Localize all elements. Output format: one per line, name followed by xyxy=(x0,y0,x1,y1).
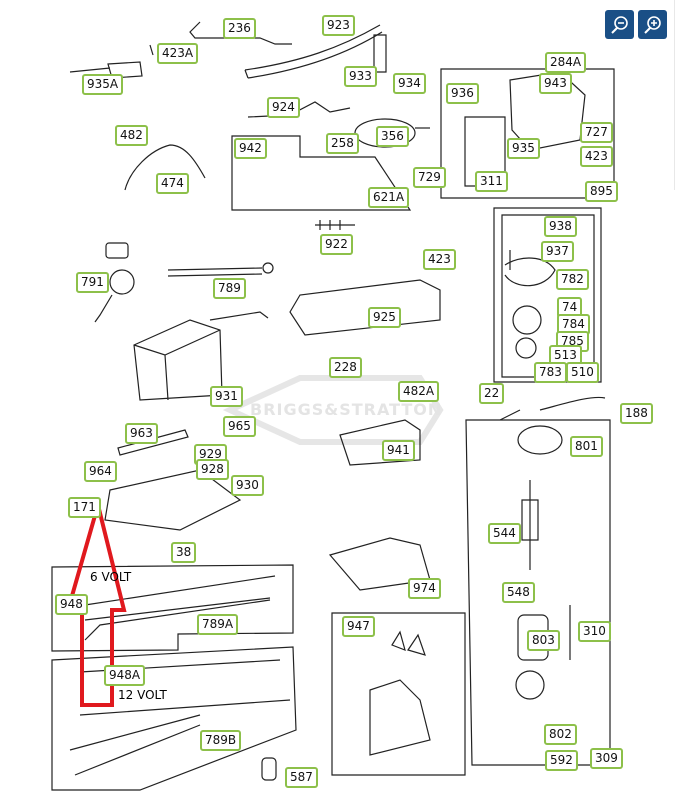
callout[interactable]: 930 xyxy=(231,475,264,496)
zoom-in-button[interactable] xyxy=(638,10,667,39)
callout[interactable]: 801 xyxy=(570,436,603,457)
callout[interactable]: 938 xyxy=(544,216,577,237)
callout[interactable]: 947 xyxy=(342,616,375,637)
callout[interactable]: 423 xyxy=(580,146,613,167)
callout[interactable]: 933 xyxy=(344,66,377,87)
callout[interactable]: 943 xyxy=(539,73,572,94)
callout[interactable]: 974 xyxy=(408,578,441,599)
callout[interactable]: 935 xyxy=(507,138,540,159)
callout[interactable]: 727 xyxy=(580,122,613,143)
callout[interactable]: 948A xyxy=(104,665,146,686)
callout[interactable]: 423A xyxy=(157,43,199,64)
zoom-out-icon xyxy=(611,16,628,34)
callout[interactable]: 310 xyxy=(578,621,611,642)
callout[interactable]: 513 xyxy=(549,345,582,366)
callout[interactable]: 38 xyxy=(171,542,197,563)
callout[interactable]: 783 xyxy=(534,362,567,383)
callout[interactable]: 548 xyxy=(502,582,535,603)
callout[interactable]: 356 xyxy=(376,126,409,147)
callout[interactable]: 936 xyxy=(446,83,479,104)
callout[interactable]: 284A xyxy=(545,52,587,73)
callout[interactable]: 22 xyxy=(479,383,505,404)
zoom-out-button[interactable] xyxy=(605,10,634,39)
callout[interactable]: 922 xyxy=(320,234,353,255)
callout[interactable]: 923 xyxy=(322,15,355,36)
callout[interactable]: 621A xyxy=(368,187,410,208)
callout[interactable]: 789A xyxy=(197,614,239,635)
callout[interactable]: 171 xyxy=(68,497,101,518)
label-6-volt: 6 VOLT xyxy=(90,570,132,584)
callout[interactable]: 934 xyxy=(393,73,426,94)
callout[interactable]: 895 xyxy=(585,181,618,202)
callout[interactable]: 592 xyxy=(545,750,578,771)
scrollbar-edge xyxy=(674,0,675,190)
callout[interactable]: 791 xyxy=(76,272,109,293)
callout[interactable]: 544 xyxy=(488,523,521,544)
callout[interactable]: 188 xyxy=(620,403,653,424)
callout[interactable]: 931 xyxy=(210,386,243,407)
callout[interactable]: 236 xyxy=(223,18,256,39)
callout[interactable]: 587 xyxy=(285,767,318,788)
callout[interactable]: 935A xyxy=(82,74,124,95)
callout[interactable]: 311 xyxy=(475,171,508,192)
callout[interactable]: 803 xyxy=(527,630,560,651)
zoom-in-icon xyxy=(644,16,661,34)
callout[interactable]: 789 xyxy=(213,278,246,299)
callout[interactable]: 782 xyxy=(556,269,589,290)
callout[interactable]: 258 xyxy=(326,133,359,154)
label-12-volt: 12 VOLT xyxy=(118,688,167,702)
callout[interactable]: 309 xyxy=(590,748,623,769)
callout[interactable]: 948 xyxy=(55,594,88,615)
callout[interactable]: 942 xyxy=(234,138,267,159)
callout[interactable]: 474 xyxy=(156,173,189,194)
callout[interactable]: 729 xyxy=(413,167,446,188)
callout[interactable]: 963 xyxy=(125,423,158,444)
callout[interactable]: 928 xyxy=(196,459,229,480)
callout[interactable]: 228 xyxy=(329,357,362,378)
callout[interactable]: 802 xyxy=(544,724,577,745)
callout[interactable]: 924 xyxy=(267,97,300,118)
callout[interactable]: 789B xyxy=(200,730,242,751)
callout[interactable]: 941 xyxy=(382,440,415,461)
callout[interactable]: 510 xyxy=(566,362,599,383)
watermark-text: BRIGGS&STRATTON xyxy=(250,400,443,419)
callout[interactable]: 482 xyxy=(115,125,148,146)
callout[interactable]: 964 xyxy=(84,461,117,482)
callout[interactable]: 423 xyxy=(423,249,456,270)
callout[interactable]: 925 xyxy=(368,307,401,328)
callout[interactable]: 965 xyxy=(223,416,256,437)
callout[interactable]: 482A xyxy=(398,381,440,402)
callout[interactable]: 937 xyxy=(541,241,574,262)
